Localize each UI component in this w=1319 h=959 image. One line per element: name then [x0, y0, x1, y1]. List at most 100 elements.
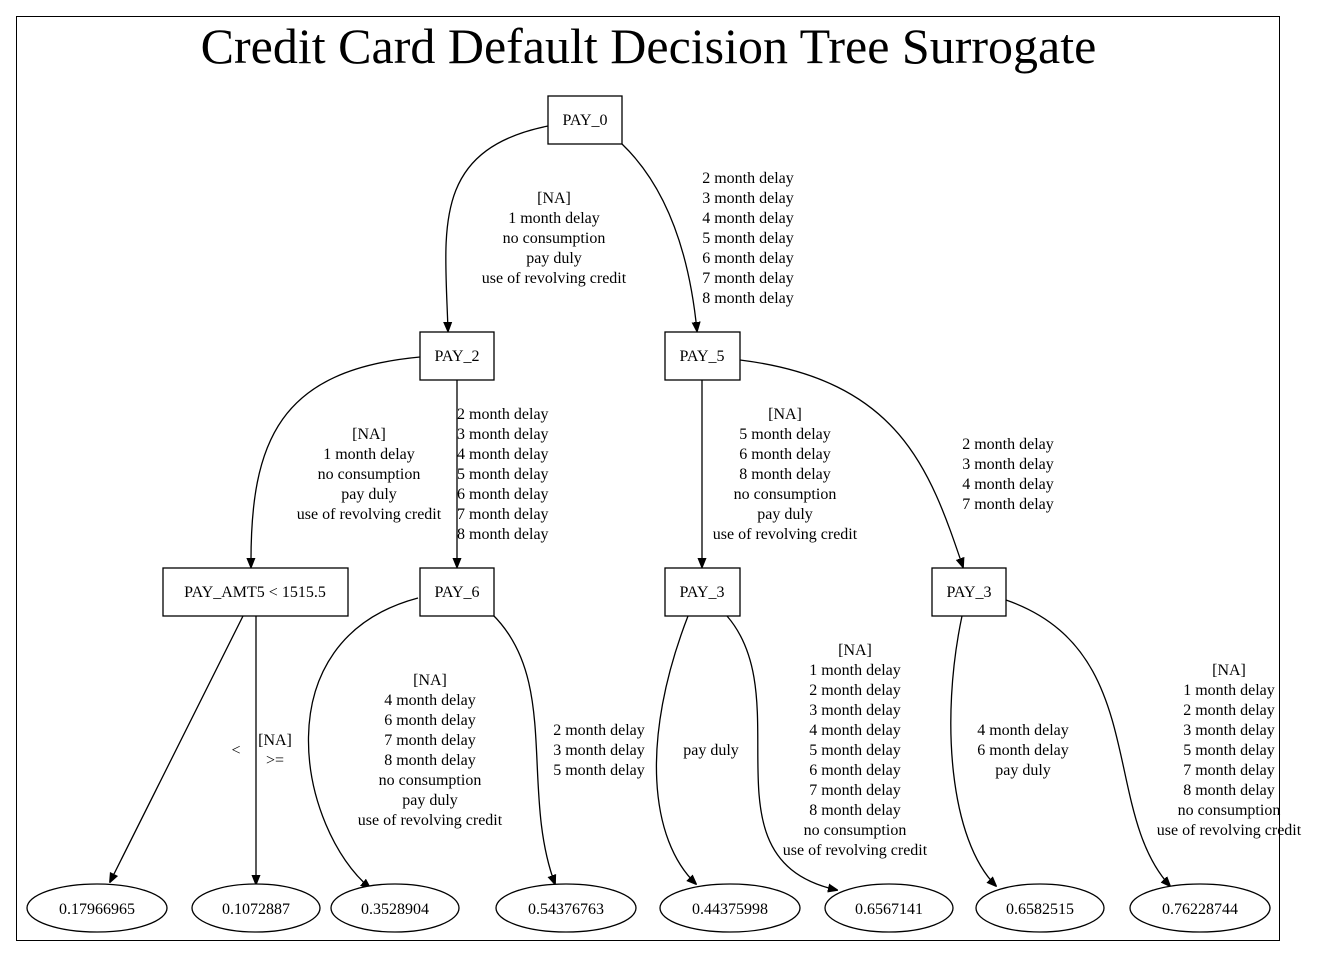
- leaf-node: 0.44375998: [659, 883, 801, 933]
- edge-label-line: 1 month delay: [809, 662, 901, 679]
- edge-label-line: use of revolving credit: [297, 506, 442, 523]
- edge-root-left: [446, 125, 549, 331]
- edge-label-line: [NA]: [838, 642, 872, 659]
- edge-label-line: pay duly: [995, 762, 1051, 779]
- leaf-node: 0.17966965: [26, 883, 168, 933]
- node-pay-amt5: PAY_AMT5 < 1515.5: [162, 567, 349, 617]
- leaf-node: 0.6582515: [975, 883, 1105, 933]
- edge-label-line: 4 month delay: [384, 692, 476, 709]
- edge-label-line: use of revolving credit: [1157, 822, 1302, 839]
- label-payamt5-right: [NA] >=: [258, 732, 292, 769]
- edge-label-line: 3 month delay: [457, 426, 549, 443]
- edge-label-line: pay duly: [402, 792, 458, 809]
- edge-label-line: 6 month delay: [457, 486, 549, 503]
- edge-label-line: 1 month delay: [508, 210, 600, 227]
- edge-label-line: 2 month delay: [1183, 702, 1275, 719]
- edge-label-line: 4 month delay: [977, 722, 1069, 739]
- edge-label-line: 3 month delay: [553, 742, 645, 759]
- edge-label-line: 1 month delay: [1183, 682, 1275, 699]
- edge-pay2-left: [251, 356, 421, 567]
- node-pay3-left: PAY_3: [664, 567, 741, 617]
- edge-label-line: 2 month delay: [809, 682, 901, 699]
- edge-label-line: 5 month delay: [457, 466, 549, 483]
- leaf-value: 0.6582515: [1006, 901, 1074, 918]
- label-pay2-right: 2 month delay 3 month delay 4 month delay 5…: [457, 406, 549, 543]
- edge-label-line: 4 month delay: [702, 210, 794, 227]
- edge-label-line: 6 month delay: [739, 446, 831, 463]
- edge-label-line: 7 month delay: [457, 506, 549, 523]
- edge-label-line: 8 month delay: [739, 466, 831, 483]
- edge-pay3b-left: [950, 615, 996, 886]
- node-pay6: PAY_6: [419, 567, 495, 617]
- node-label: PAY_6: [434, 584, 479, 601]
- edge-label-line: 4 month delay: [457, 446, 549, 463]
- edge-label-line: no consumption: [318, 466, 421, 483]
- leaf-value: 0.44375998: [692, 901, 768, 918]
- edge-pay5-right: [739, 359, 963, 567]
- edge-label-line: 6 month delay: [384, 712, 476, 729]
- edge-label-line: 3 month delay: [809, 702, 901, 719]
- leaf-node: 0.6567141: [824, 883, 954, 933]
- edge-label-line: 5 month delay: [702, 230, 794, 247]
- edge-label-line: use of revolving credit: [783, 842, 928, 859]
- leaf-value: 0.3528904: [361, 901, 429, 918]
- edge-label-line: 4 month delay: [809, 722, 901, 739]
- edge-label-line: 5 month delay: [1183, 742, 1275, 759]
- edge-label-line: 7 month delay: [1183, 762, 1275, 779]
- node-label: PAY_2: [434, 348, 479, 365]
- edge-label-line: [NA]: [258, 732, 292, 749]
- edge-label-line: 7 month delay: [702, 270, 794, 287]
- leaf-value: 0.54376763: [528, 901, 604, 918]
- edge-pay6-left: [307, 597, 419, 888]
- label-pay3a-left: pay duly: [683, 742, 739, 759]
- edge-label-line: no consumption: [734, 486, 837, 503]
- leaf-nodes: 0.17966965 0.1072887 0.3528904 0.5437676…: [26, 883, 1271, 933]
- node-pay5: PAY_5: [664, 331, 741, 381]
- edge-label-line: no consumption: [503, 230, 606, 247]
- edge-label-line: [NA]: [352, 426, 386, 443]
- edge-label-line: pay duly: [757, 506, 813, 523]
- edge-label-line: >=: [266, 752, 284, 769]
- edge-label-line: 2 month delay: [702, 170, 794, 187]
- edge-label-line: pay duly: [526, 250, 582, 267]
- edge-label-line: 5 month delay: [809, 742, 901, 759]
- edge-label-line: no consumption: [1178, 802, 1281, 819]
- edge-label-line: use of revolving credit: [358, 812, 503, 829]
- edge-pay3a-left: [655, 615, 696, 884]
- edge-label-line: [NA]: [1212, 662, 1246, 679]
- edge-label-line: pay duly: [683, 742, 739, 759]
- edge-label-line: 2 month delay: [457, 406, 549, 423]
- leaf-node: 0.3528904: [330, 883, 460, 933]
- label-pay6-left: [NA] 4 month delay 6 month delay 7 month de…: [358, 672, 503, 829]
- edge-label-line: 7 month delay: [962, 496, 1054, 513]
- edge-label-line: no consumption: [379, 772, 482, 789]
- node-pay2: PAY_2: [419, 331, 495, 381]
- label-payamt5-left: <: [231, 742, 240, 759]
- edge-label-line: 7 month delay: [384, 732, 476, 749]
- edge-label-line: 7 month delay: [809, 782, 901, 799]
- edge-label-line: [NA]: [413, 672, 447, 689]
- edge-label-line: pay duly: [341, 486, 397, 503]
- diagram-frame: [16, 16, 1280, 941]
- leaf-node: 0.54376763: [495, 883, 637, 933]
- leaf-value: 0.6567141: [855, 901, 923, 918]
- edge-label-line: 8 month delay: [702, 290, 794, 307]
- node-label: PAY_5: [679, 348, 724, 365]
- edge-label-line: 3 month delay: [962, 456, 1054, 473]
- edge-label-line: no consumption: [804, 822, 907, 839]
- leaf-value: 0.76228744: [1162, 901, 1238, 918]
- node-label: PAY_3: [679, 584, 724, 601]
- leaf-node: 0.76228744: [1129, 883, 1271, 933]
- edge-root-right: [621, 143, 697, 331]
- edge-label-line: 8 month delay: [1183, 782, 1275, 799]
- edge-label-line: [NA]: [537, 190, 571, 207]
- edges: [110, 125, 1170, 890]
- edge-label-line: 2 month delay: [962, 436, 1054, 453]
